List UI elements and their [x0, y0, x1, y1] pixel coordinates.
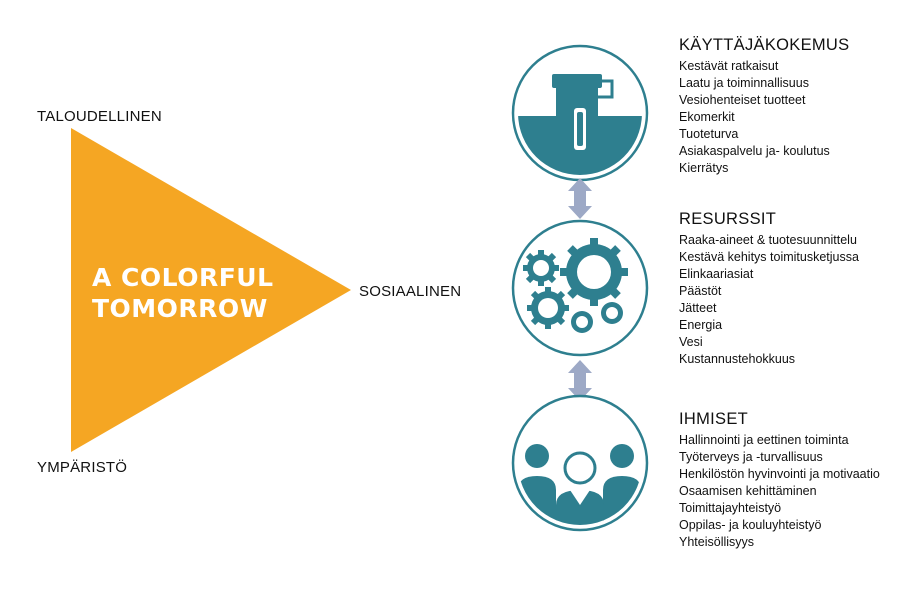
vertex-label-economic: TALOUDELLINEN: [37, 108, 162, 125]
list-item: Kestävät ratkaisut: [679, 59, 779, 73]
section-list: Hallinnointi ja eettinen toiminta Työter…: [679, 432, 914, 551]
list-item: Henkilöstön hyvinvointi ja motivaatio: [679, 467, 880, 481]
list-item: Vesi: [679, 335, 703, 349]
list-item: Kestävä kehitys toimitusketjussa: [679, 250, 859, 264]
section-people: IHMISET Hallinnointi ja eettinen toimint…: [679, 410, 914, 551]
people-icon: [511, 394, 649, 532]
list-item: Kustannustehokkuus: [679, 352, 796, 366]
list-item: Päästöt: [679, 284, 722, 298]
list-item: Hallinnointi ja eettinen toiminta: [679, 433, 849, 447]
list-item: Asiakaspalvelu ja- koulutus: [679, 144, 830, 158]
section-title: IHMISET: [679, 410, 749, 428]
section-resources: RESURSSIT Raaka-aineet & tuotesuunnittel…: [679, 210, 914, 368]
double-arrow-icon: [568, 178, 592, 219]
list-item: Energia: [679, 318, 723, 332]
paint-roller-icon: [511, 44, 649, 182]
list-item: Yhteisöllisyys: [679, 535, 755, 549]
list-item: Vesiohenteiset tuotteet: [679, 93, 806, 107]
list-item: Laatu ja toiminnallisuus: [679, 76, 809, 90]
section-title: RESURSSIT: [679, 210, 777, 228]
section-list: Kestävät ratkaisut Laatu ja toiminnallis…: [679, 58, 914, 177]
list-item: Oppilas- ja kouluyhteistyö: [679, 518, 822, 532]
list-item: Elinkaariasiat: [679, 267, 754, 281]
triangle-shape: [71, 128, 351, 452]
triangle-title-line2: TOMORROW: [92, 294, 268, 323]
section-user-experience: KÄYTTÄJÄKOKEMUS Kestävät ratkaisut Laatu…: [679, 36, 914, 177]
section-title: KÄYTTÄJÄKOKEMUS: [679, 36, 850, 54]
double-arrow-icon: [568, 360, 592, 401]
list-item: Ekomerkit: [679, 110, 735, 124]
list-item: Toimittajayhteistyö: [679, 501, 782, 515]
list-item: Jätteet: [679, 301, 717, 315]
list-item: Raaka-aineet & tuotesuunnittelu: [679, 233, 857, 247]
vertex-label-social: SOSIAALINEN: [359, 283, 462, 300]
gears-icon: [511, 219, 649, 357]
section-list: Raaka-aineet & tuotesuunnittelu Kestävä …: [679, 232, 914, 368]
list-item: Kierrätys: [679, 161, 729, 175]
triangle-title-line1: A COLORFUL: [92, 263, 274, 292]
list-item: Tuoteturva: [679, 127, 739, 141]
vertex-label-environmental: YMPÄRISTÖ: [37, 459, 128, 476]
list-item: Osaamisen kehittäminen: [679, 484, 817, 498]
triangle-title: A COLORFUL TOMORROW: [92, 262, 292, 324]
list-item: Työterveys ja -turvallisuus: [679, 450, 823, 464]
